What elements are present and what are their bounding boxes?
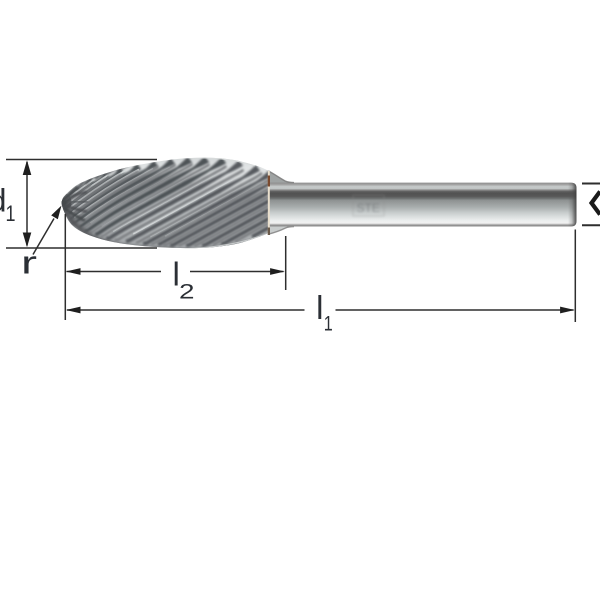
svg-text:2: 2 [179, 279, 195, 303]
svg-text:d: d [0, 182, 7, 218]
svg-text:r: r [21, 245, 38, 281]
svg-text:1: 1 [324, 311, 333, 335]
svg-text:1: 1 [6, 201, 16, 226]
svg-text:l: l [316, 289, 323, 326]
svg-text:l: l [173, 256, 180, 293]
svg-text:STE: STE [357, 201, 380, 215]
